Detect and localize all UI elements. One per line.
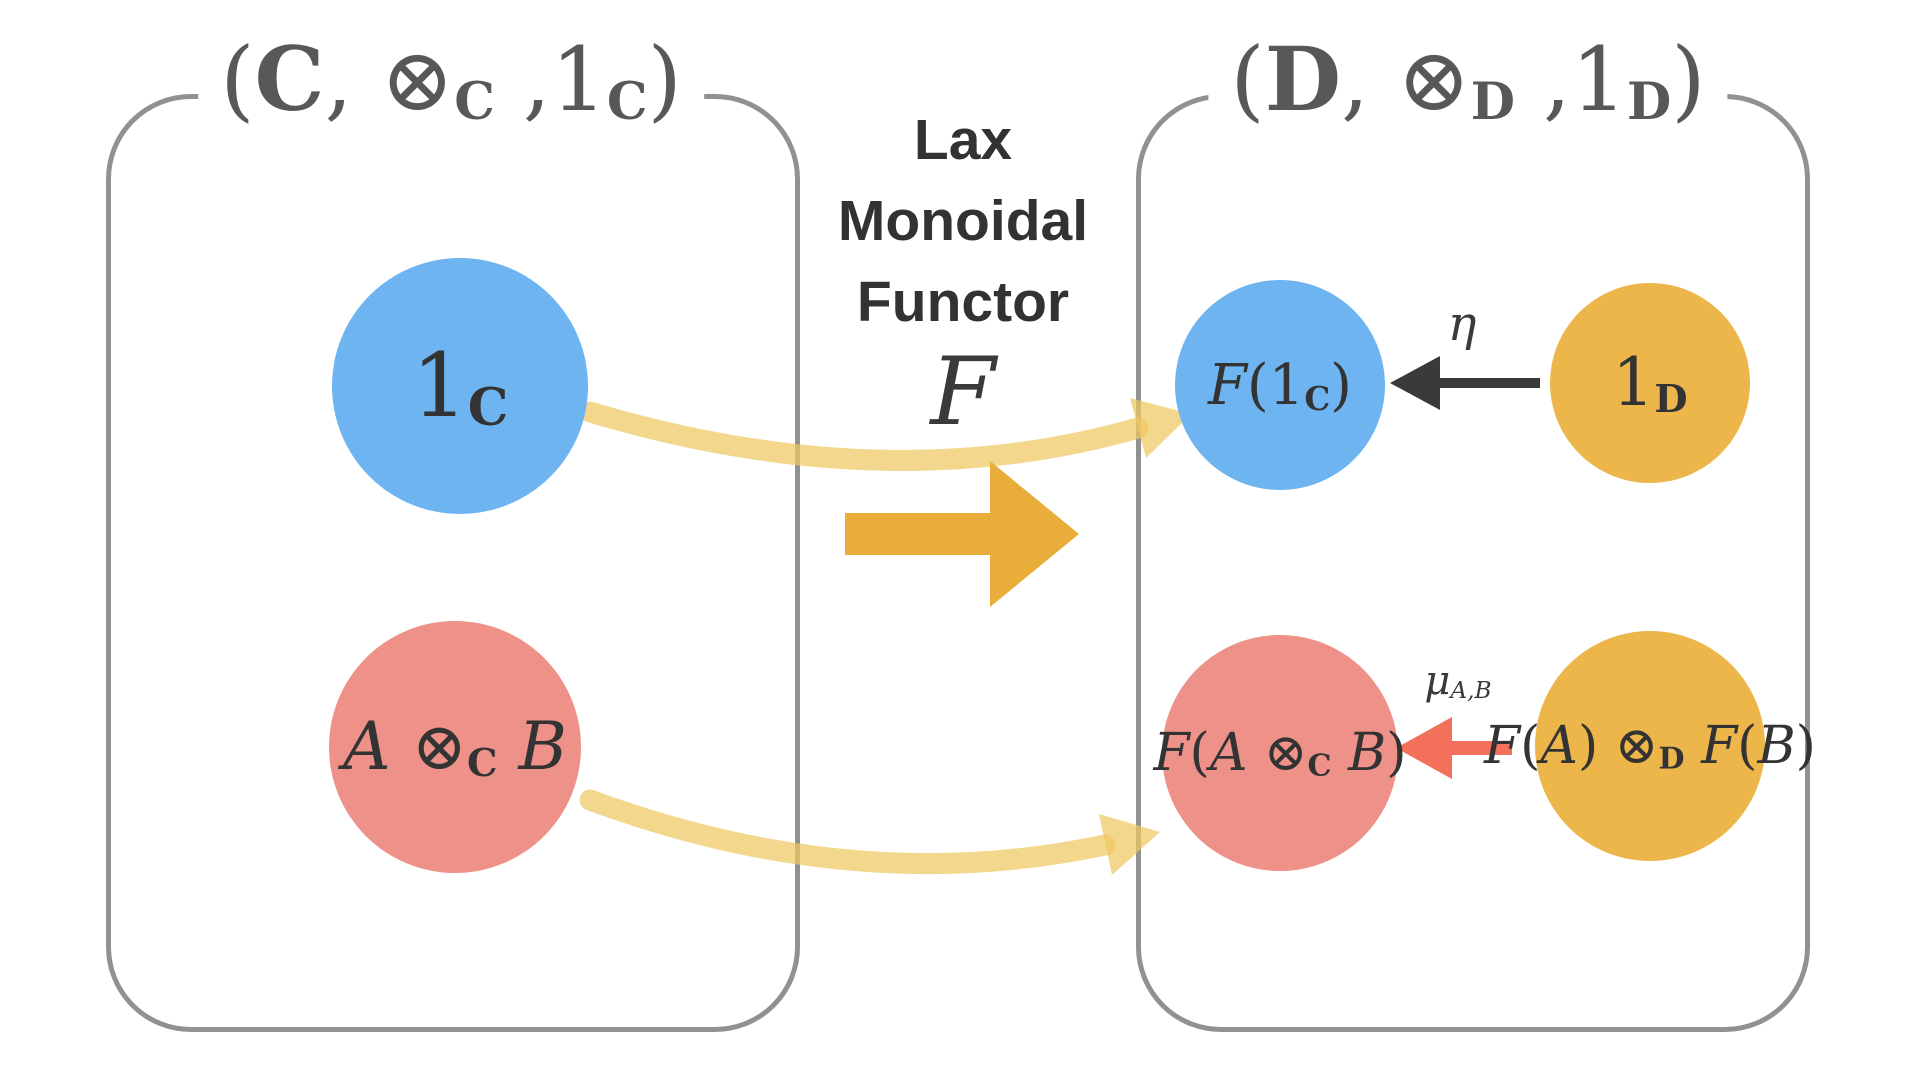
- object-f-unit-c-label: F(1C): [1207, 352, 1353, 418]
- functor-label-line-3: Functor: [856, 269, 1070, 334]
- category-d-title: (D, ⊗D ,1D): [1208, 24, 1728, 135]
- eta-morphism-label: η: [1447, 296, 1477, 352]
- category-d-box: [1136, 94, 1810, 1032]
- object-fa-tensor-fb-label: F(A) ⊗D F(B): [1484, 715, 1816, 777]
- object-f-a-tensor-b-circle: F(A ⊗C B): [1153, 635, 1407, 871]
- functor-f-symbol: F: [930, 338, 996, 447]
- object-f-a-tensor-b-label: F(A ⊗C B): [1153, 722, 1407, 784]
- functor-label-line-1: Lax: [913, 108, 1013, 172]
- mu-morphism-label: μA,B: [1424, 658, 1492, 705]
- object-a-tensor-b-label: A ⊗C B: [343, 708, 567, 786]
- lax-monoidal-functor-label: Lax Monoidal Functor: [838, 100, 1088, 343]
- object-fa-tensor-fb-circle: F(A) ⊗D F(B): [1484, 631, 1816, 861]
- object-unit-c-label: 1C: [411, 333, 509, 439]
- object-unit-c-circle: 1C: [332, 258, 588, 514]
- object-a-tensor-b-circle: A ⊗C B: [329, 621, 581, 873]
- object-unit-d-label: 1D: [1612, 344, 1688, 422]
- object-unit-d-circle: 1D: [1550, 283, 1750, 483]
- category-c-title: (C, ⊗C ,1C): [198, 24, 704, 135]
- big-functor-arrow: [845, 461, 1079, 607]
- category-c-box: [106, 94, 800, 1032]
- object-f-unit-c-circle: F(1C): [1175, 280, 1385, 490]
- functor-label-line-2: Monoidal: [837, 188, 1089, 253]
